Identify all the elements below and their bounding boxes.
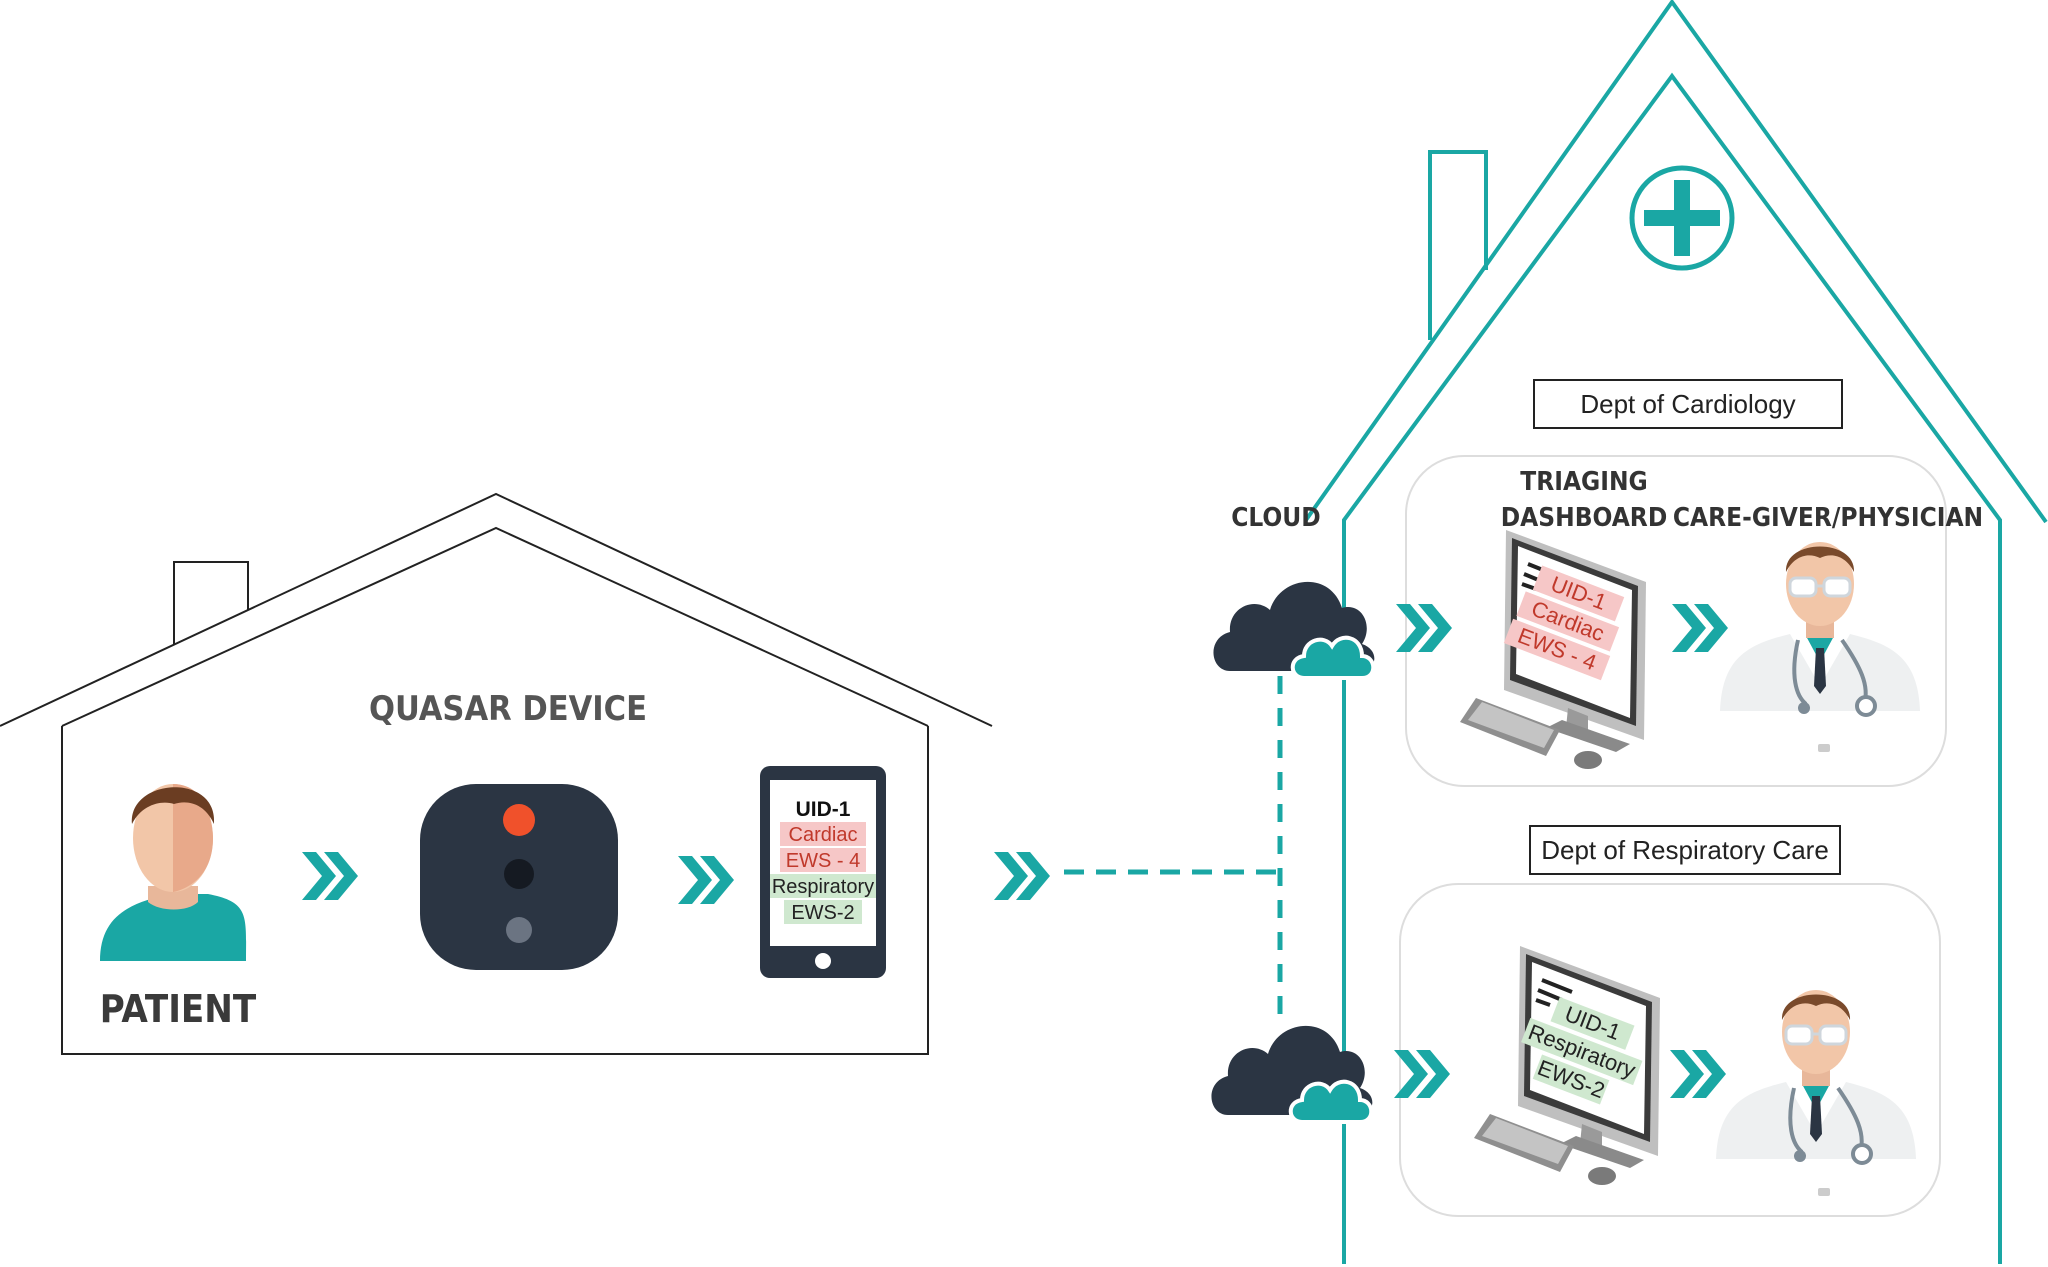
- dashboard-label: DASHBOARD: [1501, 503, 1668, 533]
- hospital-house: [1304, 0, 2048, 1264]
- triaging-label: TRIAGING: [1520, 467, 1647, 497]
- patient-label: PATIENT: [100, 987, 257, 1031]
- medical-cross-icon: [1629, 165, 1735, 271]
- phone-respiratory: Respiratory: [772, 876, 874, 898]
- person-icon: [100, 784, 247, 961]
- phone-uid: UID-1: [796, 798, 851, 821]
- caregiver-label: CARE-GIVER/PHYSICIAN: [1673, 503, 1983, 533]
- chevron-double-right-icon: [994, 852, 1050, 900]
- chevron-double-right-icon: [302, 852, 358, 900]
- doctor-badge: [1818, 744, 1830, 752]
- home-house: [0, 492, 993, 1055]
- cloud-icon: [1209, 1023, 1375, 1124]
- quasar-device-label: QUASAR DEVICE: [369, 689, 647, 729]
- phone-icon: [760, 766, 886, 978]
- doctor-badge: [1818, 1188, 1830, 1196]
- cloud-label: CLOUD: [1231, 503, 1320, 533]
- phone-cardiac-ews: EWS - 4: [786, 850, 860, 872]
- chevron-double-right-icon: [678, 856, 734, 904]
- phone-cardiac: Cardiac: [789, 824, 858, 846]
- phone-resp-ews: EWS-2: [791, 902, 854, 924]
- cloud-icon: [1211, 579, 1377, 680]
- sensor-device-icon: [420, 784, 618, 970]
- dept-cardiology-box: [1533, 379, 1843, 429]
- dept-respiratory-label: Dept of Respiratory Care: [1541, 835, 1829, 865]
- dept-respiratory-box: [1529, 825, 1841, 875]
- dept-cardiology-label: Dept of Cardiology: [1580, 389, 1795, 419]
- dashed-connector: [1064, 676, 1283, 1022]
